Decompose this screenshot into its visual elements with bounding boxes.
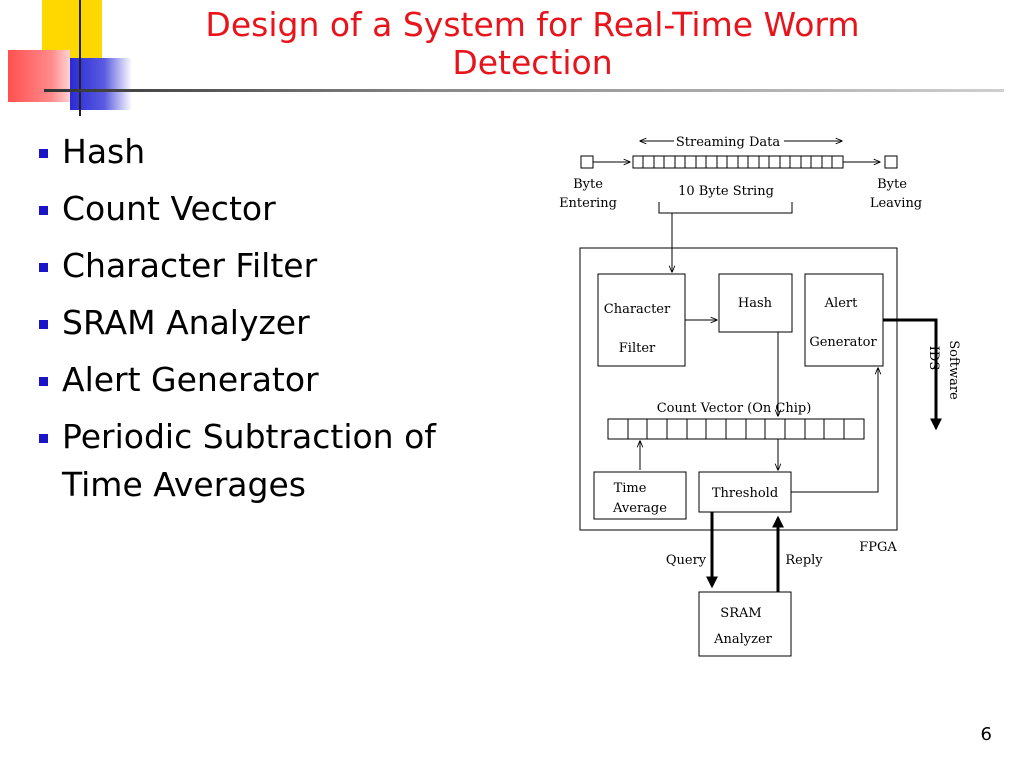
threshold-to-alert-arrow [791, 368, 878, 493]
bullet-square-icon [39, 434, 48, 443]
slide-title-line-2: Detection [452, 43, 613, 82]
count-vector-array [607, 418, 865, 440]
worm-detection-diagram: Streaming Data Byte Entering 10 Byte Str… [559, 135, 961, 657]
character-filter-label-2: Filter [619, 341, 656, 356]
byte-leaving-label-1: Byte [877, 177, 907, 192]
sram-analyzer-label-1: SRAM [720, 606, 761, 621]
hash-label: Hash [738, 296, 773, 311]
query-label: Query [666, 553, 707, 568]
time-average-label-1: Time [614, 481, 647, 496]
alert-to-ids-arrow [883, 318, 942, 431]
slide-title: Design of a System for Real-Time Worm De… [150, 6, 915, 82]
bullet-item: Hash [38, 128, 478, 176]
threshold-label: Threshold [712, 486, 778, 501]
page-number: 6 [980, 724, 992, 745]
bullet-square-icon [39, 377, 48, 386]
bullet-item: Count Vector [38, 185, 478, 233]
threshold-box [698, 471, 792, 513]
decor-horizontal-line [44, 89, 1004, 92]
software-label: Software [946, 340, 961, 400]
fpga-boundary [579, 247, 898, 531]
bullet-item: Character Filter [38, 242, 478, 290]
shift-register [632, 155, 844, 169]
bullet-square-icon [39, 206, 48, 215]
bullet-item: Alert Generator [38, 356, 478, 404]
byte-string-bracket [658, 202, 793, 214]
character-filter-label-1: Character [604, 302, 671, 317]
bullet-text: Periodic Subtraction of Time Averages [62, 417, 436, 504]
sram-analyzer-label-2: Analyzer [713, 632, 773, 647]
bullet-square-icon [39, 149, 48, 158]
time-average-label-2: Average [612, 501, 667, 516]
bullet-text: SRAM Analyzer [62, 303, 310, 342]
byte-leaving-box [884, 155, 898, 169]
byte-entering-label-2: Entering [559, 196, 617, 211]
bullet-square-icon [39, 320, 48, 329]
reply-label: Reply [785, 553, 823, 568]
bullet-text: Character Filter [62, 246, 318, 285]
count-vector-label: Count Vector (On Chip) [657, 401, 812, 416]
alert-generator-label-1: Alert [824, 296, 858, 311]
sram-analyzer-box [698, 591, 792, 657]
byte-leaving-label-2: Leaving [870, 196, 922, 211]
bullet-item: SRAM Analyzer [38, 299, 478, 347]
streaming-data-label: Streaming Data [676, 135, 780, 150]
decor-yellow-square [42, 0, 102, 58]
decor-red-square [8, 50, 70, 102]
bullet-square-icon [39, 263, 48, 272]
fpga-label: FPGA [859, 540, 897, 555]
bullet-list: Hash Count Vector Character Filter SRAM … [38, 128, 478, 518]
bullet-text: Count Vector [62, 189, 276, 228]
byte-entering-label-1: Byte [573, 177, 603, 192]
byte-entering-box [580, 155, 594, 169]
hash-box [718, 273, 793, 333]
byte-string-label: 10 Byte String [678, 184, 774, 199]
bullet-text: Hash [62, 132, 146, 171]
ids-label: IDS [926, 346, 941, 370]
alert-generator-box [804, 273, 884, 367]
bullet-text: Alert Generator [62, 360, 319, 399]
alert-generator-label-2: Generator [809, 335, 877, 350]
decor-vertical-line [79, 0, 81, 116]
time-average-box [593, 471, 687, 520]
slide-title-line-1: Design of a System for Real-Time Worm [205, 5, 860, 44]
bullet-item: Periodic Subtraction of Time Averages [38, 413, 478, 509]
